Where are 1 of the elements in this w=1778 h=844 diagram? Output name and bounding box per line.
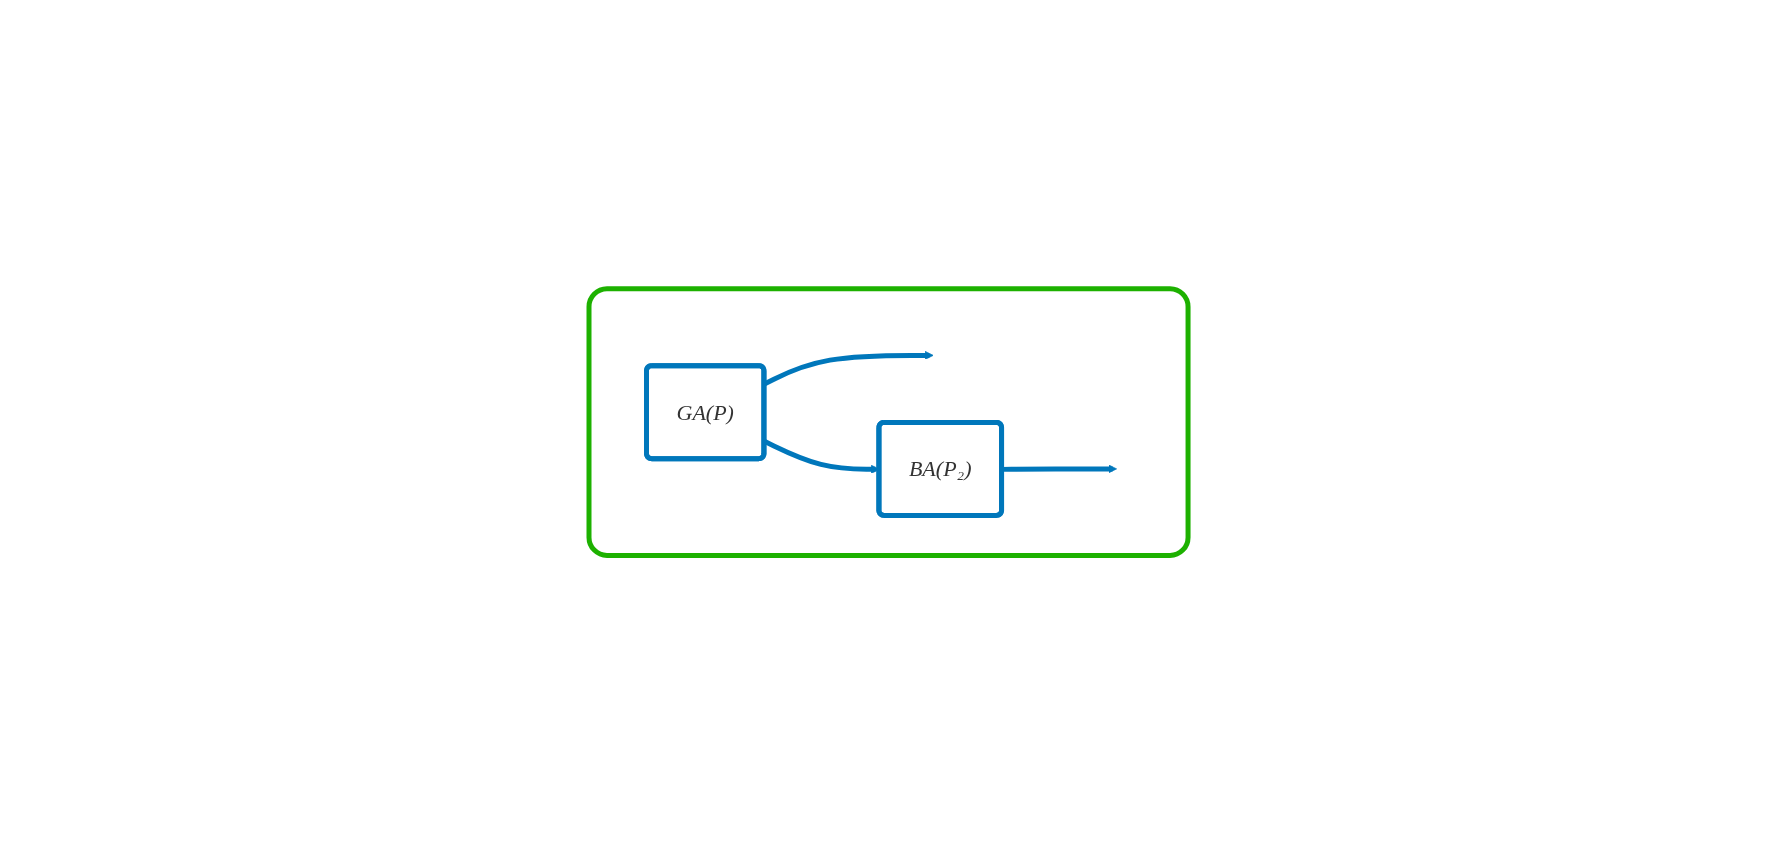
cluster	[586, 286, 1191, 558]
